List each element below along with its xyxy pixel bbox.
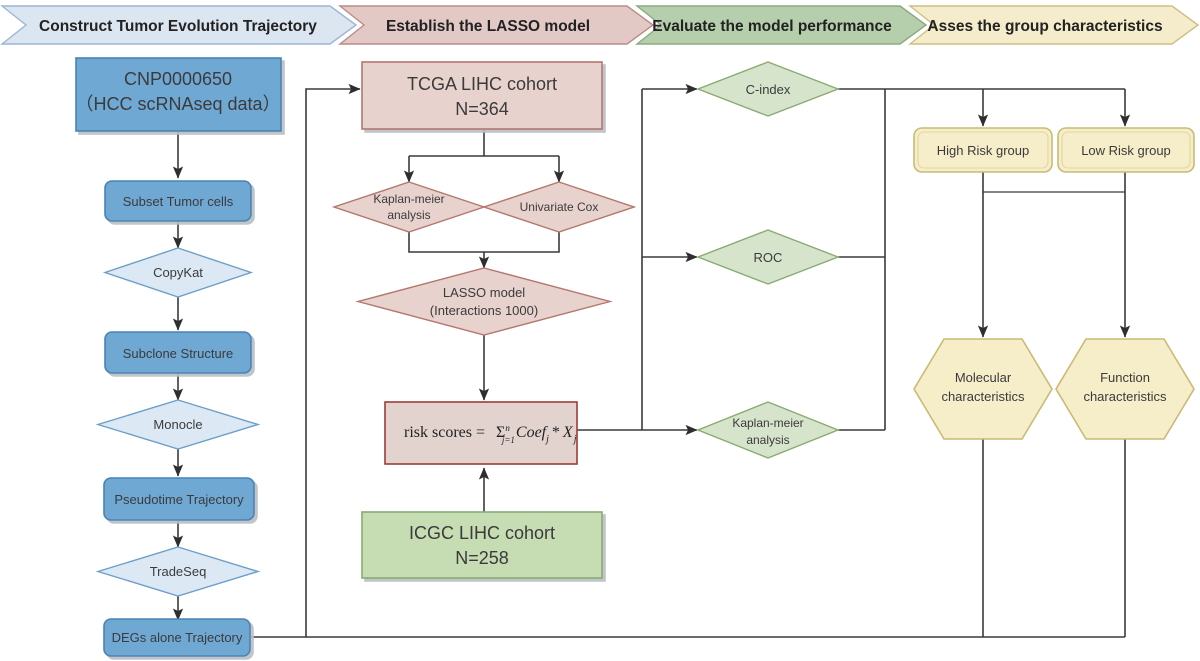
molecular-characteristics-line2: characteristics	[941, 389, 1025, 404]
sigma-superscript: n	[505, 423, 510, 433]
node-subclone-structure[interactable]: Subclone Structure	[104, 331, 252, 374]
high-risk-group-label: High Risk group	[937, 143, 1030, 158]
banner-group-characteristics: Asses the group characteristics	[907, 5, 1200, 45]
node-c-index[interactable]: C-index	[696, 61, 840, 117]
node-subset-tumor-cells[interactable]: Subset Tumor cells	[104, 180, 252, 222]
c-index-label: C-index	[746, 82, 791, 97]
lasso-model-line1: LASSO model	[443, 285, 525, 300]
node-dataset-source[interactable]: CNP0000650 （HCC scRNAseq data）	[75, 57, 282, 132]
node-copykat[interactable]: CopyKat	[102, 247, 254, 298]
degs-alone-trajectory-label: DEGs alone Trajectory	[112, 630, 243, 645]
dataset-source-line2: （HCC scRNAseq data）	[75, 94, 280, 114]
molecular-characteristics-line1: Molecular	[955, 370, 1012, 385]
node-univariate-cox[interactable]: Univariate Cox	[481, 181, 637, 233]
node-tradeseq[interactable]: TradeSeq	[95, 546, 261, 597]
icgc-cohort-line2: N=258	[455, 548, 509, 568]
icgc-cohort-line1: ICGC LIHC cohort	[409, 523, 555, 543]
banner-evaluate-performance: Evaluate the model performance	[634, 5, 928, 45]
connector-groups-to-characteristics	[977, 172, 1131, 338]
sigma-subscript: j=1	[501, 435, 515, 445]
coef-subscript: j	[544, 434, 549, 445]
node-lasso-model[interactable]: LASSO model (Interactions 1000)	[355, 267, 613, 336]
connector-degs-bus-right	[306, 427, 1131, 638]
kaplan-meier-lasso-line2: analysis	[387, 208, 430, 222]
banner-construct-trajectory: Construct Tumor Evolution Trajectory	[0, 5, 358, 45]
x-subscript: j	[572, 434, 577, 445]
banner-label-3: Evaluate the model performance	[652, 18, 892, 35]
low-risk-group-label: Low Risk group	[1081, 143, 1171, 158]
function-characteristics-line2: characteristics	[1083, 389, 1167, 404]
kaplan-meier-lasso-line1: Kaplan-meier	[373, 192, 444, 206]
lasso-model-line2: (Interactions 1000)	[430, 303, 538, 318]
node-kaplan-meier-analysis-eval[interactable]: Kaplan-meier analysis	[696, 401, 840, 459]
node-roc[interactable]: ROC	[696, 229, 840, 285]
roc-label: ROC	[754, 250, 783, 265]
coef-term: Coef	[516, 424, 549, 441]
banner-establish-lasso: Establish the LASSO model	[337, 5, 655, 45]
x-term: X	[562, 424, 574, 441]
tradeseq-label: TradeSeq	[150, 564, 207, 579]
univariate-cox-label: Univariate Cox	[520, 200, 599, 214]
node-tcga-cohort[interactable]: TCGA LIHC cohort N=364	[361, 61, 603, 130]
node-icgc-cohort[interactable]: ICGC LIHC cohort N=258	[361, 511, 603, 579]
node-molecular-characteristics[interactable]: Molecular characteristics	[913, 338, 1053, 440]
connectors-column2	[403, 129, 565, 512]
connector-riskscore-to-eval	[577, 83, 698, 436]
connector-eval-to-groups	[838, 88, 1131, 431]
kaplan-meier-eval-line2: analysis	[746, 433, 789, 447]
times-operator: *	[552, 424, 560, 441]
subset-tumor-cells-label: Subset Tumor cells	[123, 194, 234, 209]
pseudotime-trajectory-label: Pseudotime Trajectory	[114, 492, 244, 507]
risk-scores-label: risk scores =	[404, 424, 485, 441]
node-kaplan-meier-analysis-lasso[interactable]: Kaplan-meier analysis	[331, 181, 487, 233]
node-low-risk-group[interactable]: Low Risk group	[1057, 127, 1195, 173]
kaplan-meier-eval-line1: Kaplan-meier	[732, 416, 803, 430]
banner-label-2: Establish the LASSO model	[386, 18, 590, 35]
subclone-structure-label: Subclone Structure	[123, 346, 234, 361]
banner-label-4: Asses the group characteristics	[927, 18, 1162, 35]
tcga-cohort-line1: TCGA LIHC cohort	[407, 74, 557, 94]
node-monocle[interactable]: Monocle	[95, 399, 261, 450]
connector-degs-to-tcga	[249, 83, 361, 638]
sigma-icon: Σ	[496, 424, 505, 441]
copykat-label: CopyKat	[153, 265, 203, 280]
node-function-characteristics[interactable]: Function characteristics	[1055, 338, 1195, 440]
banner-label-1: Construct Tumor Evolution Trajectory	[39, 18, 317, 35]
node-pseudotime-trajectory[interactable]: Pseudotime Trajectory	[103, 477, 255, 521]
monocle-label: Monocle	[153, 417, 202, 432]
tcga-cohort-line2: N=364	[455, 99, 509, 119]
function-characteristics-line1: Function	[1100, 370, 1150, 385]
node-high-risk-group[interactable]: High Risk group	[913, 127, 1053, 173]
dataset-source-line1: CNP0000650	[124, 69, 232, 89]
node-degs-alone-trajectory[interactable]: DEGs alone Trajectory	[103, 618, 251, 657]
